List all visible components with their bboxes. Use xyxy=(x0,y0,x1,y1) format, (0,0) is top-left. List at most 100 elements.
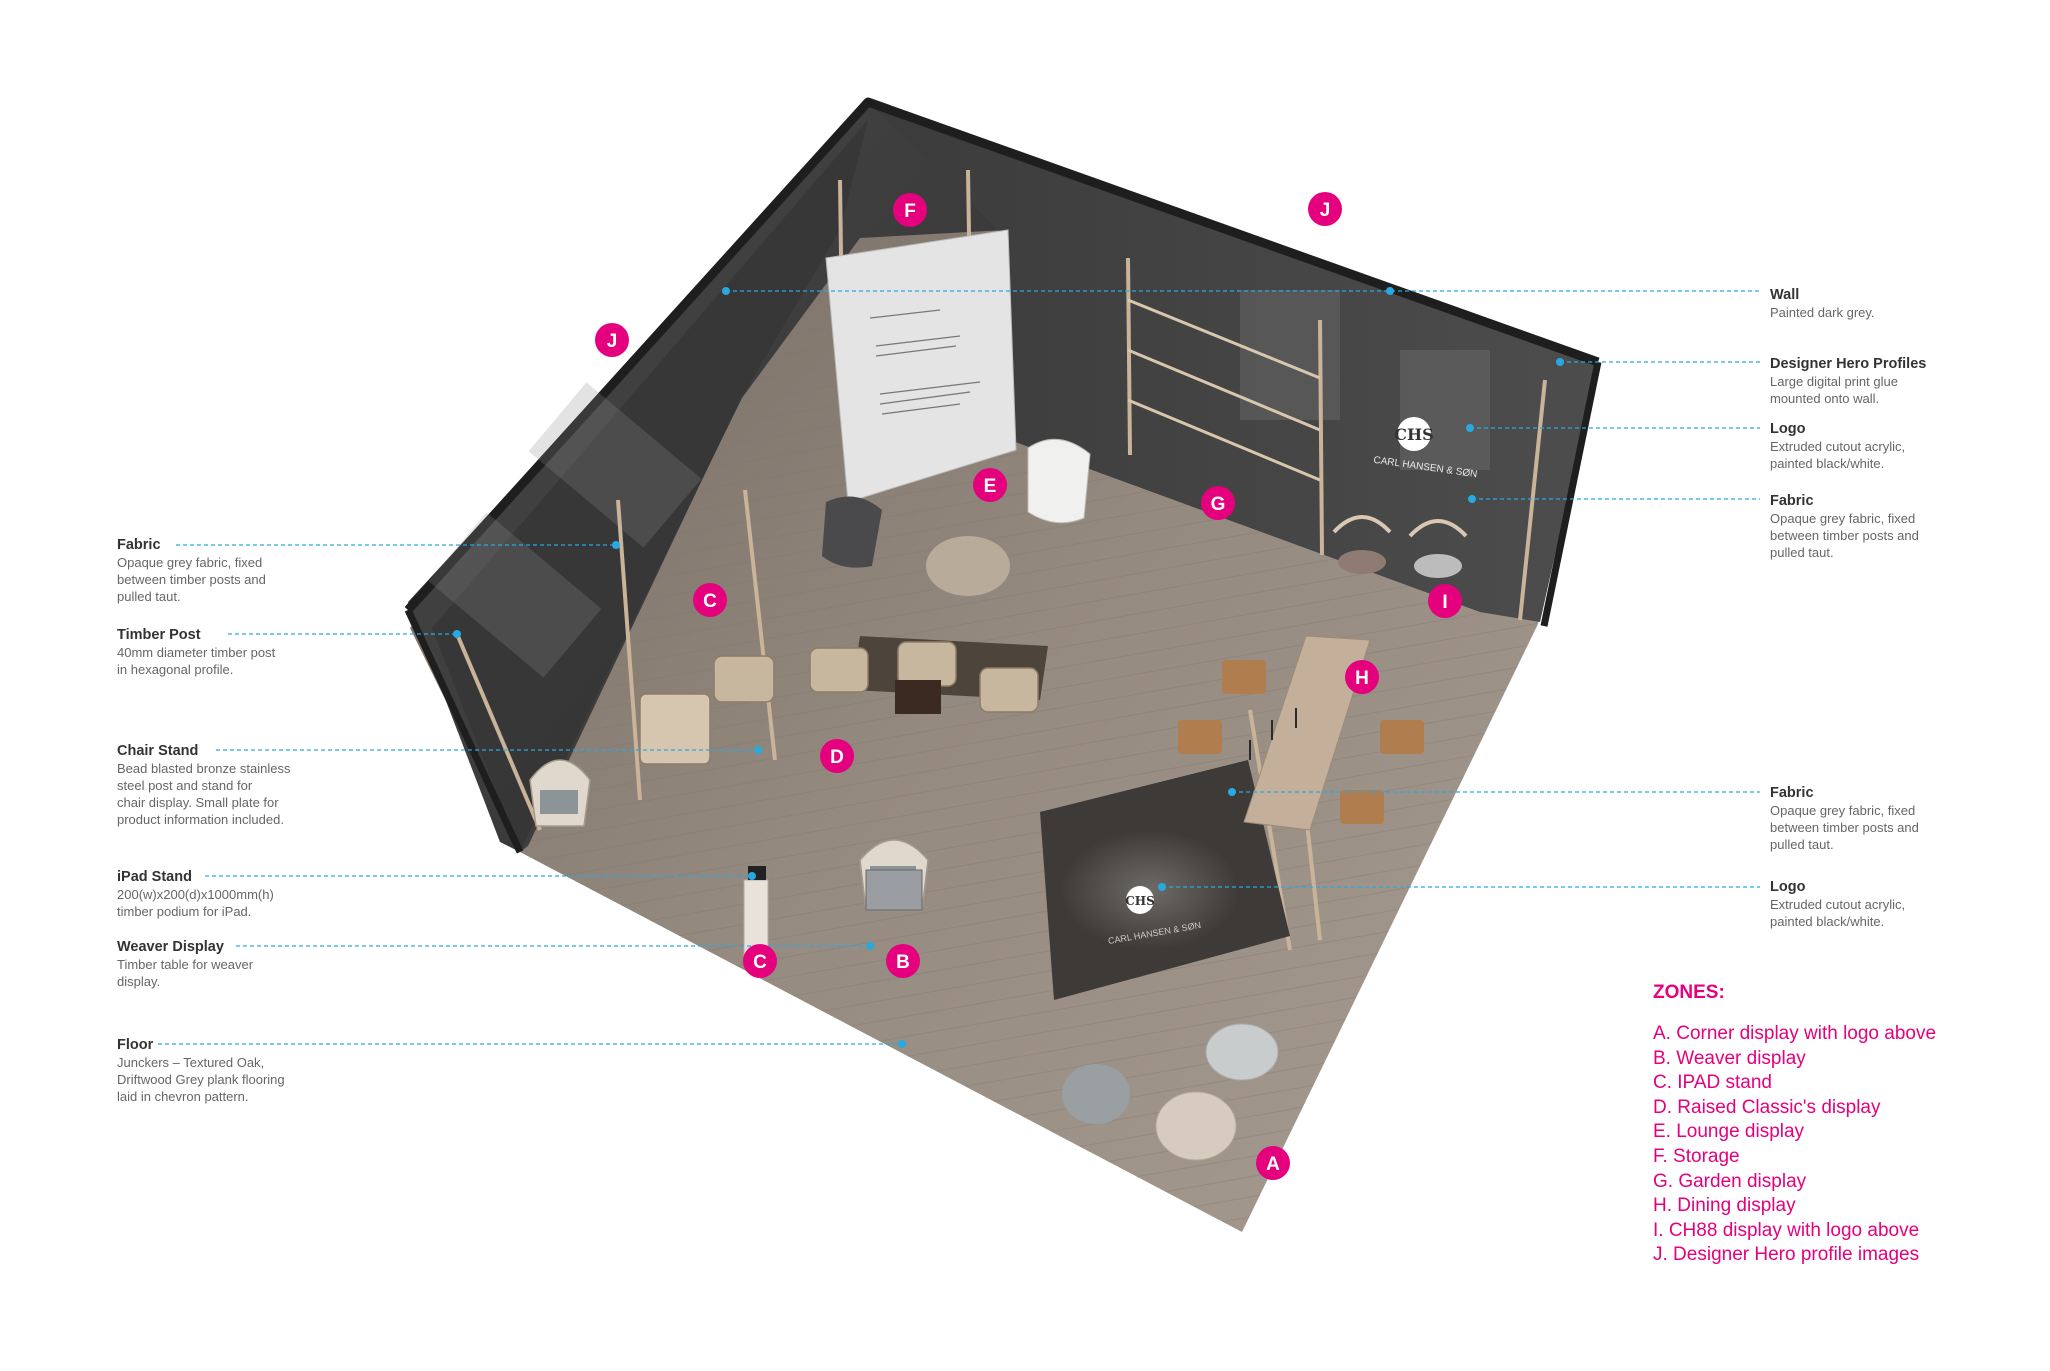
zone-item: J. Designer Hero profile images xyxy=(1653,1244,1920,1266)
ipad-stand-leader-dot xyxy=(748,872,756,880)
zones-legend: ZONES: A. Corner display with logo above… xyxy=(1653,982,1936,1268)
note-description: 40mm diameter timber post in hexagonal p… xyxy=(117,645,276,677)
zone-marker-a: A xyxy=(1256,1146,1290,1180)
logo-wall-leader-dot xyxy=(1466,424,1474,432)
chair-stand-leader-dot xyxy=(754,746,762,754)
zone-marker-circle xyxy=(1308,192,1342,226)
zone-marker-b: B xyxy=(886,944,920,978)
zone-marker-letter: J xyxy=(607,331,618,352)
storage-panel xyxy=(825,229,1017,503)
note-title: iPad Stand xyxy=(117,869,192,885)
hero-profiles xyxy=(428,290,1490,678)
weaver-display-leader-dot xyxy=(866,942,874,950)
note-title: Designer Hero Profiles xyxy=(1770,356,1927,372)
fabric-left-leader-dot xyxy=(612,541,620,549)
note-title: Wall xyxy=(1770,287,1800,303)
fabric-mid-leader-dot xyxy=(1228,788,1236,796)
zone-item: F. Storage xyxy=(1653,1145,1740,1167)
note-description: Large digital print glue mounted onto wa… xyxy=(1770,374,1898,406)
note-description: Bead blasted bronze stainless steel post… xyxy=(117,761,291,827)
note-title: Chair Stand xyxy=(117,743,199,759)
zone-marker-letter: H xyxy=(1355,668,1369,689)
zone-item: E. Lounge display xyxy=(1653,1121,1805,1143)
zone-marker-circle xyxy=(595,323,629,357)
svg-text:CHS: CHS xyxy=(1125,894,1155,908)
zone-item: G. Garden display xyxy=(1653,1170,1807,1192)
note-description: Opaque grey fabric, fixed between timber… xyxy=(1770,511,1919,560)
zone-marker-letter: J xyxy=(1320,200,1331,221)
note-title: Fabric xyxy=(1770,493,1814,509)
zone-marker-circle xyxy=(1428,584,1462,618)
zone-marker-letter: C xyxy=(703,591,717,612)
zone-marker-j: J xyxy=(595,323,629,357)
zone-marker-circle xyxy=(886,944,920,978)
note-description: Timber table for weaver display. xyxy=(117,957,254,989)
zone-marker-letter: D xyxy=(830,747,844,768)
zone-marker-circle xyxy=(1345,660,1379,694)
floor-leader-dot xyxy=(898,1040,906,1048)
zone-marker-letter: C xyxy=(753,952,767,973)
note-title: Floor xyxy=(117,1037,154,1053)
zone-marker-c: C xyxy=(693,583,727,617)
zone-marker-j: J xyxy=(1308,192,1342,226)
note-description: Opaque grey fabric, fixed between timber… xyxy=(1770,803,1919,852)
timber-post-leader-dot xyxy=(453,630,461,638)
logo-floor-leader-dot xyxy=(1158,883,1166,891)
zone-marker-circle xyxy=(693,583,727,617)
zone-marker-c: C xyxy=(743,944,777,978)
zone-marker-letter: A xyxy=(1266,1154,1280,1175)
note-description: Extruded cutout acrylic, painted black/w… xyxy=(1770,897,1906,929)
note-title: Weaver Display xyxy=(117,939,224,955)
zone-marker-h: H xyxy=(1345,660,1379,694)
zone-item: C. IPAD stand xyxy=(1653,1072,1772,1094)
note-title: Timber Post xyxy=(117,627,201,643)
note-title: Fabric xyxy=(117,537,161,553)
zone-marker-circle xyxy=(893,193,927,227)
zone-item: D. Raised Classic's display xyxy=(1653,1096,1881,1118)
left-wall-face xyxy=(432,120,868,852)
zone-item: I. CH88 display with logo above xyxy=(1653,1219,1920,1241)
zone-marker-letter: B xyxy=(896,952,910,973)
round-tables xyxy=(926,536,1279,1161)
note-title: Logo xyxy=(1770,421,1806,437)
garden-shelving xyxy=(1127,298,1321,482)
note-timber-post: Timber Post 40mm diameter timber post in … xyxy=(117,626,275,678)
note-description: Opaque grey fabric, fixed between timber… xyxy=(117,555,266,604)
carpet-spot xyxy=(1060,830,1240,950)
zone-marker-circle xyxy=(1201,486,1235,520)
zone-marker-f: F xyxy=(893,193,927,227)
note-description: Painted dark grey. xyxy=(1770,305,1875,320)
designer-hero-leader-dot xyxy=(1556,358,1564,366)
wall-rim xyxy=(404,97,1600,614)
fabric-right-leader-dot xyxy=(1468,495,1476,503)
zone-marker-circle xyxy=(973,468,1007,502)
dining-table xyxy=(1243,635,1371,831)
note-title: Fabric xyxy=(1770,785,1814,801)
storage-panel-text xyxy=(869,309,981,415)
note-title: Logo xyxy=(1770,879,1806,895)
note-description: Junckers – Textured Oak, Driftwood Grey … xyxy=(117,1055,285,1104)
zone-marker-letter: I xyxy=(1442,592,1447,613)
wall-leader-dot xyxy=(722,287,730,295)
zones-title: ZONES: xyxy=(1653,982,1725,1003)
right-rim xyxy=(1540,361,1602,627)
right-wall xyxy=(868,102,1598,622)
zone-marker-d: D xyxy=(820,739,854,773)
chairs xyxy=(529,438,1468,911)
zone-marker-letter: E xyxy=(984,476,997,497)
zone-item: H. Dining display xyxy=(1653,1195,1796,1217)
zone-marker-g: G xyxy=(1201,486,1235,520)
